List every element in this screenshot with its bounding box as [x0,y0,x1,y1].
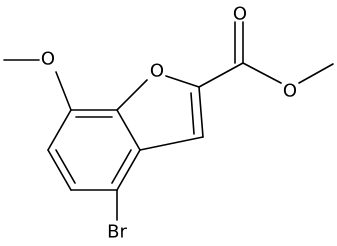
ester-oxygen-label: O [283,81,297,102]
furan-oxygen-label: O [150,61,164,82]
bond-c7-c6 [47,109,72,151]
bond-c6-c5-double [55,149,76,184]
bond-c3a-c7a [116,109,141,151]
bond-c2-carbonyl [198,62,244,88]
bond-c2-c3 [198,86,204,138]
bond-c6-c5 [47,149,72,191]
bromine-label: Br [107,222,127,243]
methoxy-oxygen-label: O [41,49,55,70]
bond-c4-c3a-double [111,149,132,184]
atom-label-layer: O O O O Br [41,4,297,243]
bond-c3-c3a [139,136,204,151]
bond-c2-c3-double [190,92,195,135]
bond-c7a-o1 [116,79,148,111]
bond-c4-c3a [116,149,141,191]
bond-ester-o-methyl [298,63,334,84]
bond-layer [3,21,334,221]
bond-carbonyl-ester-o [242,62,282,84]
carbonyl-oxygen-label: O [233,4,247,25]
bond-c7-methoxy-o [55,71,72,111]
bond-o1-c2 [165,75,200,88]
